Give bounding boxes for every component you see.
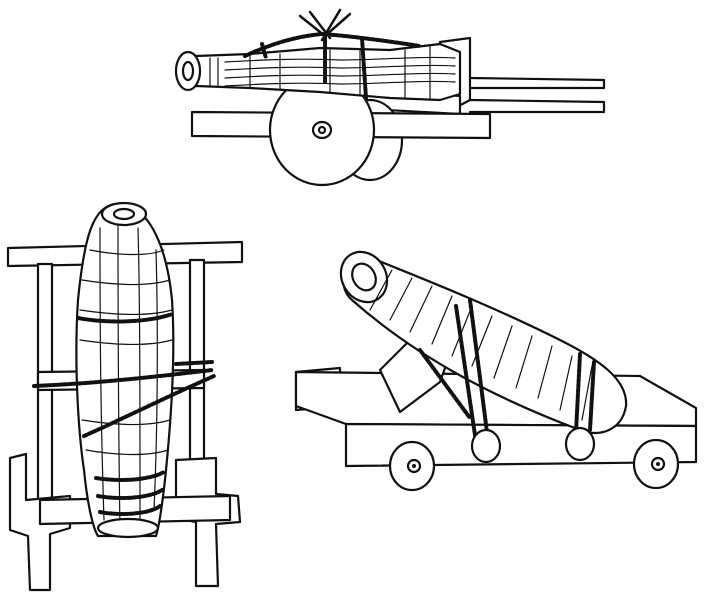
cart-barrel <box>174 42 462 102</box>
carriage-wheel-rear-left <box>470 428 502 464</box>
cart-ropes <box>243 8 422 100</box>
carriage-cannon <box>294 250 698 492</box>
frame-barrel <box>75 201 175 539</box>
carriage-wheel-rear-right <box>564 426 596 462</box>
carriage-wheel-front-left <box>388 440 436 492</box>
cart-mounted-cannon <box>174 8 606 187</box>
frame-ropes <box>32 312 216 516</box>
carriage-barrel <box>339 250 628 435</box>
frame-mounted-barrel <box>6 201 244 592</box>
carriage-ropes <box>418 298 596 444</box>
cart-wheel-hub <box>311 120 333 140</box>
cart-shafts <box>468 76 606 114</box>
carriage-wheel-front-right <box>632 438 680 490</box>
